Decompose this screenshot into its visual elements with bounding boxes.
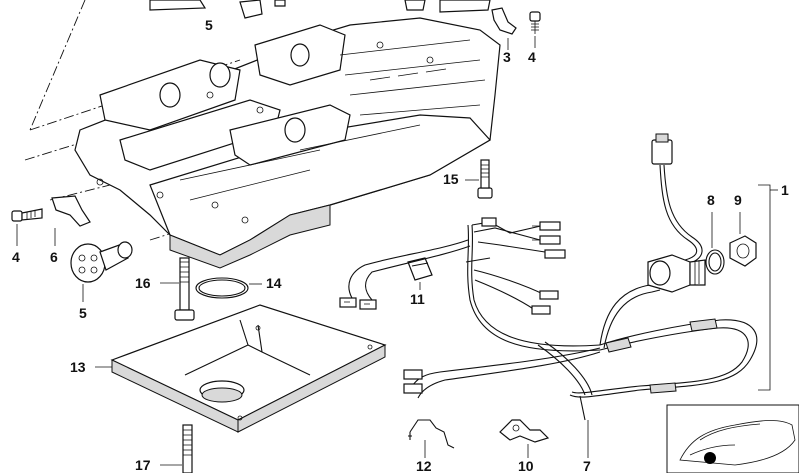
screw-4-top[interactable] [529,11,541,34]
hex-nut-9[interactable] [729,235,757,267]
callout-6: 6 [50,249,58,265]
vehicle-thumbnail [666,404,799,473]
callout-9: 9 [734,192,742,208]
callout-16: 16 [135,275,151,291]
callout-3: 3 [503,49,511,65]
location-dot-icon [704,452,716,464]
callout-10: 10 [518,458,534,473]
bolt-16[interactable] [174,257,195,321]
callout-12: 12 [416,458,432,473]
bolt-15[interactable] [477,159,493,199]
oil-filter-13[interactable] [110,304,387,433]
callout-17: 17 [135,457,151,473]
callout-1: 1 [781,182,789,198]
seal-ring-8[interactable] [705,249,725,275]
wiring-harness-7[interactable] [339,217,758,421]
bracket-3[interactable] [491,7,517,35]
bolt-17[interactable] [182,424,193,473]
callout-14: 14 [266,275,282,291]
connector-plug[interactable] [647,133,706,293]
callout-8: 8 [707,192,715,208]
clip-11[interactable] [407,257,433,281]
clamp-10[interactable] [499,419,550,443]
callout-7: 7 [583,458,591,473]
wire-bracket-12[interactable] [408,419,455,449]
callout-15: 15 [443,171,459,187]
screw-4-left[interactable] [11,208,43,222]
car-silhouette-icon [679,420,796,466]
valve-body-assembly[interactable] [24,0,501,269]
callout-labels: 5 3 4 1 15 8 9 4 6 16 14 11 5 13 17 12 1… [12,17,789,473]
callout-4-top: 4 [528,49,536,65]
callout-5-left: 5 [79,305,87,321]
callout-11: 11 [410,291,425,307]
callout-5-top: 5 [205,17,213,33]
bracket-6[interactable] [51,195,91,227]
callout-13: 13 [70,359,86,375]
callout-4-left: 4 [12,249,20,265]
o-ring-14[interactable] [195,277,249,299]
solenoid-5-left[interactable] [70,241,133,283]
